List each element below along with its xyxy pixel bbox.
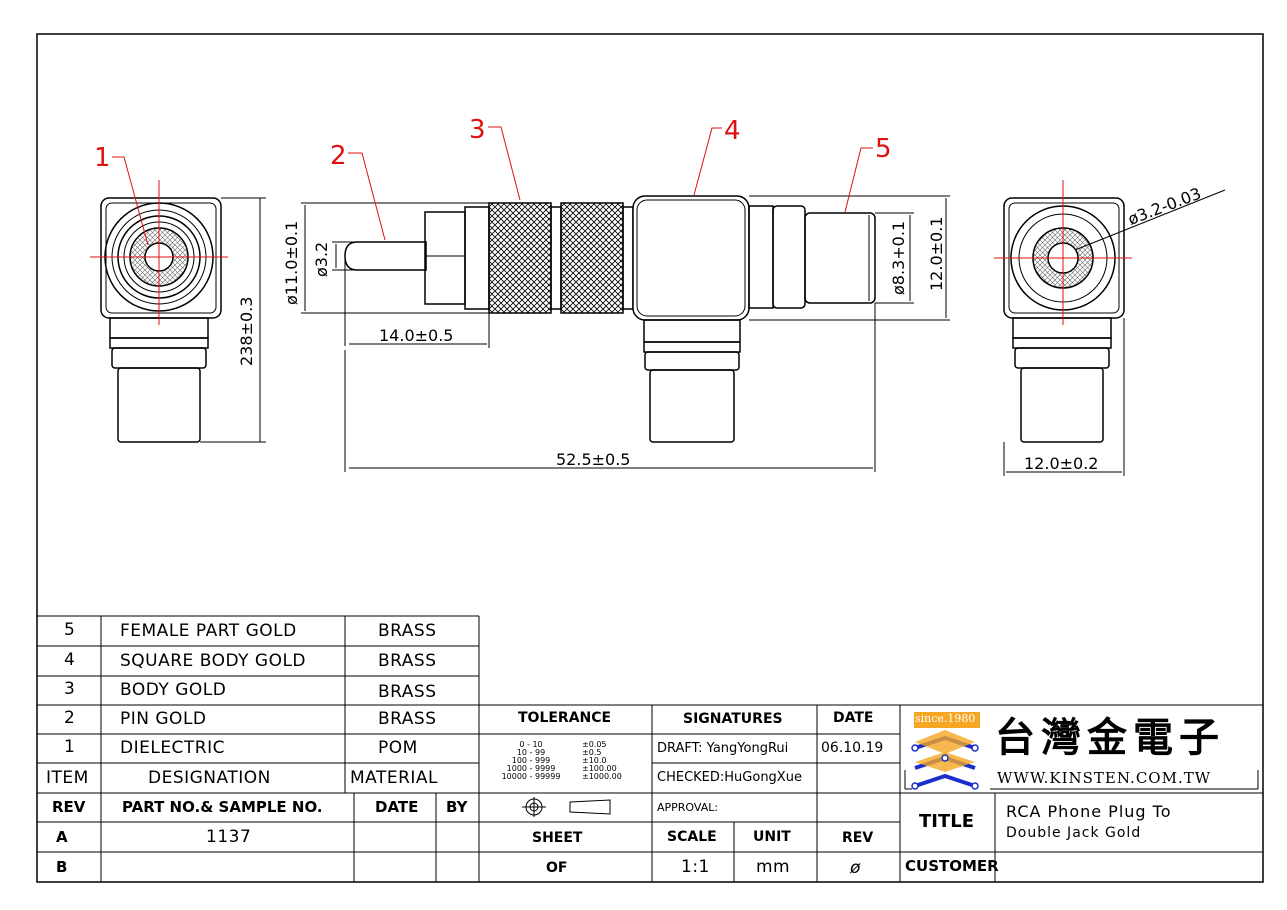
bom-item: 5: [64, 620, 76, 640]
tolerance-value: ±100.00: [582, 764, 617, 773]
bom-header-item: ITEM: [46, 768, 89, 788]
unit-value: mm: [756, 857, 791, 877]
logo-since: since.1980: [915, 712, 976, 725]
rev-label: REV: [842, 830, 874, 846]
balloon-3: 3: [469, 115, 486, 145]
tolerance-value: ±1000.00: [582, 772, 622, 781]
sheet-border: [36, 33, 1264, 883]
tolerance-range: 10000 - 99999: [501, 772, 561, 781]
bom-material: POM: [378, 738, 418, 758]
draft-signature: DRAFT: YangYongRui: [657, 741, 789, 756]
signatures-title: SIGNATURES: [683, 711, 783, 727]
rev-row-part: 1137: [206, 827, 252, 847]
balloon-leaders-main: [348, 126, 873, 241]
dim-square-height: 12.0±0.1: [927, 216, 946, 291]
dim-overall-length: 52.5±0.5: [556, 450, 631, 469]
rev-row-rev: B: [56, 858, 68, 876]
bom-header-designation: DESIGNATION: [148, 768, 271, 788]
bom-designation: PIN GOLD: [120, 709, 207, 729]
bom-material: BRASS: [378, 621, 437, 641]
left-side-view: [90, 180, 266, 443]
balloon-5: 5: [875, 134, 892, 164]
rev-row-rev: A: [56, 828, 68, 846]
bom-designation: FEMALE PART GOLD: [120, 621, 297, 641]
approval-signature: APPROVAL:: [657, 801, 719, 814]
title-label: TITLE: [919, 811, 975, 832]
tolerance-title: TOLERANCE: [518, 710, 612, 726]
tolerance-value: ±10.0: [582, 756, 607, 765]
balloon-4: 4: [724, 116, 741, 146]
bom-item: 3: [64, 679, 76, 699]
bom-designation: DIELECTRIC: [120, 738, 226, 758]
balloon-leader-1: [112, 156, 149, 246]
logo-graphic: [904, 710, 1259, 790]
bom-header-material: MATERIAL: [350, 768, 439, 788]
dim-right-view-width: 12.0±0.2: [1024, 454, 1099, 473]
bom-item: 4: [64, 650, 76, 670]
rev-header-part: PART NO.& SAMPLE NO.: [122, 798, 323, 816]
logo-url: WWW.KINSTEN.COM.TW: [997, 769, 1212, 787]
projection-symbol: [522, 797, 611, 817]
title-line-1: RCA Phone Plug To: [1006, 802, 1172, 821]
dim-pin-diameter: ø3.2: [312, 241, 331, 277]
tolerance-range: 1000 - 9999: [506, 764, 556, 773]
right-side-view: [994, 180, 1226, 476]
rev-header-date: DATE: [375, 798, 419, 816]
balloon-1: 1: [94, 143, 111, 173]
checked-signature: CHECKED:HuGongXue: [657, 770, 802, 785]
unit-label: UNIT: [753, 829, 791, 845]
tolerance-range: 100 - 999: [511, 756, 551, 765]
dim-pin-length: 14.0±0.5: [379, 326, 454, 345]
main-side-view: [301, 195, 950, 472]
rev-header-rev: REV: [52, 798, 86, 816]
of-label: OF: [546, 860, 568, 876]
sheet-label: SHEET: [532, 830, 583, 846]
tolerance-value: ±0.05: [582, 740, 607, 749]
draft-date: 06.10.19: [821, 740, 884, 756]
rev-header-by: BY: [446, 798, 468, 816]
dim-left-view-height: 238±0.3: [237, 296, 256, 366]
scale-value: 1:1: [681, 857, 710, 877]
tolerance-value: ±0.5: [582, 748, 602, 757]
dim-jack-diameter: ø8.3+0.1: [889, 220, 908, 295]
tolerance-range: 0 - 10: [519, 740, 543, 749]
scale-label: SCALE: [667, 829, 717, 845]
bom-designation: BODY GOLD: [120, 680, 227, 700]
bom-item: 2: [64, 708, 76, 728]
logo-chinese: 台灣金電子: [995, 714, 1225, 761]
title-line-2: Double Jack Gold: [1006, 825, 1142, 841]
bom-material: BRASS: [378, 682, 437, 702]
table-lines: [37, 615, 1263, 882]
tolerance-range: 10 - 99: [516, 748, 546, 757]
customer-label: CUSTOMER: [905, 857, 999, 875]
dim-body-diameter: ø11.0±0.1: [282, 220, 301, 305]
bom-material: BRASS: [378, 709, 437, 729]
bom-item: 1: [64, 737, 76, 757]
bom-designation: SQUARE BODY GOLD: [120, 651, 307, 671]
date-title: DATE: [833, 710, 874, 726]
balloon-2: 2: [330, 141, 347, 171]
rev-value: ø: [850, 858, 861, 878]
bom-material: BRASS: [378, 651, 437, 671]
